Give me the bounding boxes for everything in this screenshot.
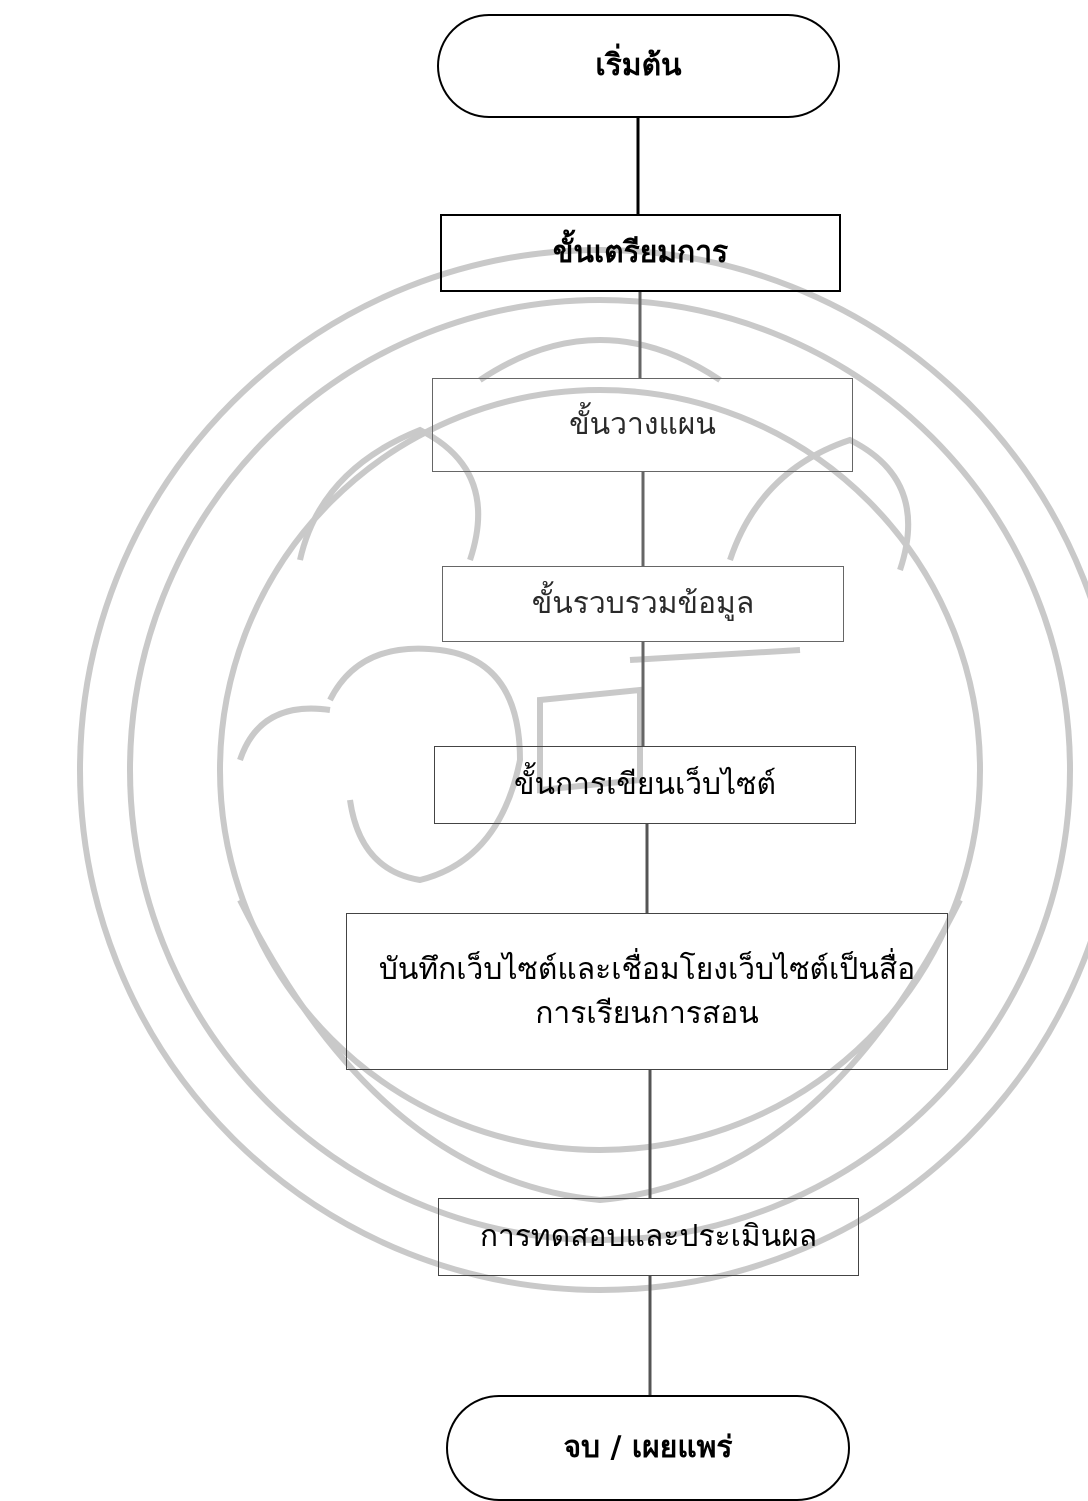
step-planning-label: ขั้นวางแผน xyxy=(569,407,716,443)
step-website-writing-label: ขั้นการเขียนเว็บไซต์ xyxy=(513,767,777,803)
step-save-and-link-website: บันทึกเว็บไซต์และเชื่อมโยงเว็บไซต์เป็นสื… xyxy=(346,913,948,1070)
step-website-writing: ขั้นการเขียนเว็บไซต์ xyxy=(434,746,856,824)
step-planning: ขั้นวางแผน xyxy=(432,378,853,472)
step-preparation: ขั้นเตรียมการ xyxy=(440,214,841,292)
end-label: จบ / เผยแพร่ xyxy=(563,1430,733,1466)
end-terminal: จบ / เผยแพร่ xyxy=(446,1395,850,1501)
step-data-collection-label: ขั้นรวบรวมข้อมูล xyxy=(531,586,755,622)
step-save-and-link-website-label: บันทึกเว็บไซต์และเชื่อมโยงเว็บไซต์เป็นสื… xyxy=(378,952,916,1031)
start-label: เริ่มต้น xyxy=(595,48,682,84)
step-data-collection: ขั้นรวบรวมข้อมูล xyxy=(442,566,844,642)
step-testing-evaluation: การทดสอบและประเมินผล xyxy=(438,1198,859,1276)
step-testing-evaluation-label: การทดสอบและประเมินผล xyxy=(479,1219,818,1255)
start-terminal: เริ่มต้น xyxy=(437,14,840,118)
step-preparation-label: ขั้นเตรียมการ xyxy=(552,235,729,271)
